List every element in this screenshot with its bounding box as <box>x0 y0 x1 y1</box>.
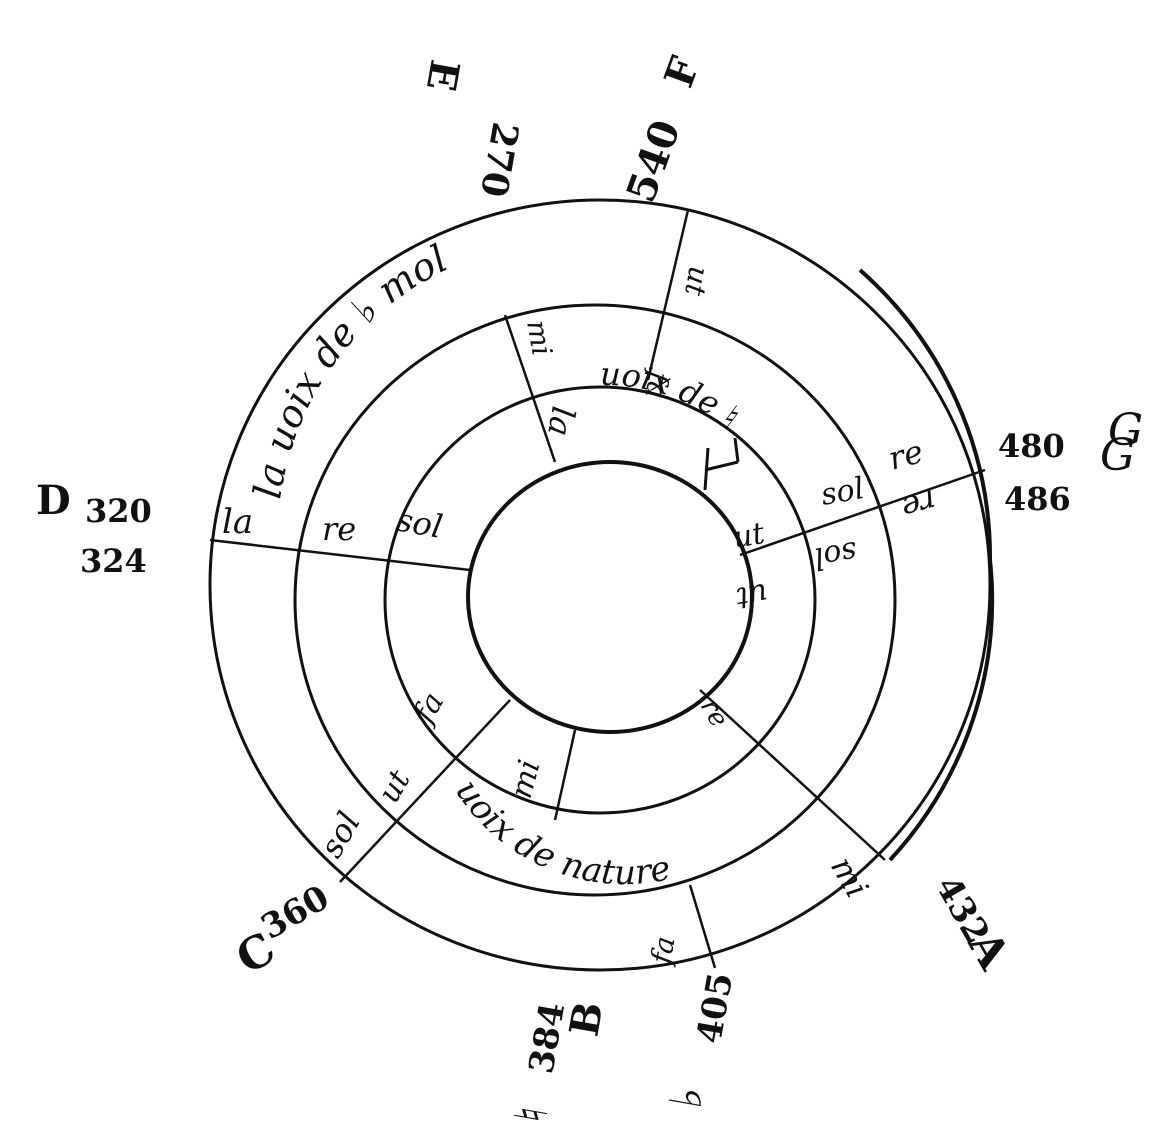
note-Bflat: 405 ♭ <box>661 970 742 1112</box>
spoke-lower-left <box>339 699 511 883</box>
syllable-outer-la: la <box>222 502 253 542</box>
note-C-value: 360 <box>255 878 336 948</box>
note-E-value: 270 <box>472 119 526 200</box>
center-circle <box>466 460 754 734</box>
spoke-right <box>739 468 986 557</box>
spoke-top-right <box>646 209 690 381</box>
note-G: 480 G 486 G <box>998 405 1143 518</box>
natural-sign-icon <box>703 437 740 491</box>
middle-ring <box>293 303 897 897</box>
syllable-inner-ut: ut <box>730 516 768 556</box>
outer-ring-heavy-edge <box>858 268 995 862</box>
note-Bnat-letter: ♮ <box>506 1103 559 1127</box>
note-B-letter: B <box>561 998 613 1039</box>
note-E-letter: E <box>417 56 469 94</box>
note-A: 432 A <box>927 870 1019 979</box>
ring-group <box>208 198 995 972</box>
syllable-middle-mi: mi <box>520 317 559 358</box>
note-Bflat-letter: ♭ <box>661 1083 715 1112</box>
note-Bflat-value: 405 <box>689 970 741 1047</box>
spoke-top-mid <box>503 314 557 463</box>
syllable-inner-fa: fa <box>406 686 452 730</box>
note-C: C 360 <box>228 878 336 985</box>
spoke-bottom <box>688 884 717 969</box>
note-F: 540 F <box>617 51 709 209</box>
syllable-inner-sol: sol <box>394 500 446 545</box>
note-D: D 320 324 <box>36 477 152 580</box>
note-G-letter-2: G <box>1100 430 1135 481</box>
syllable-outer-fa: fa <box>644 934 682 968</box>
syllable-middle-sol-inv: sol <box>811 534 859 576</box>
note-F-letter: F <box>655 51 709 94</box>
note-D-value: 320 <box>85 492 152 530</box>
syllable-middle-sol: sol <box>818 471 866 513</box>
spoke-left <box>209 538 471 572</box>
syllable-middle-re: re <box>322 510 356 548</box>
note-Bnat-value: 384 <box>521 1000 573 1077</box>
note-G-letter: G <box>1108 405 1143 456</box>
spoke-group <box>209 209 986 969</box>
inner-ring <box>383 385 817 815</box>
note-D-alt: 324 <box>80 542 147 580</box>
spoke-inner-bottom <box>553 729 577 821</box>
middle-ring-label: uoix de ♮ <box>600 355 748 436</box>
syllable-inner-ut-inv: ut <box>733 576 771 616</box>
syllable-inner-mi: mi <box>504 756 548 802</box>
syllable-outer-ut-top: ut <box>678 264 716 299</box>
syllable-middle-fa: fa <box>638 367 676 401</box>
syllable-inner-la: la <box>540 404 583 439</box>
note-E: E 270 <box>417 56 527 200</box>
note-F-value: 540 <box>617 114 690 209</box>
note-Bnat: 384 ♮ <box>506 1000 574 1127</box>
spoke-lower-right <box>699 689 886 861</box>
note-G-value: 480 <box>998 427 1065 465</box>
note-D-letter: D <box>36 477 71 524</box>
syllable-outer-re: re <box>884 432 927 478</box>
note-G-alt: 486 <box>1004 480 1071 518</box>
